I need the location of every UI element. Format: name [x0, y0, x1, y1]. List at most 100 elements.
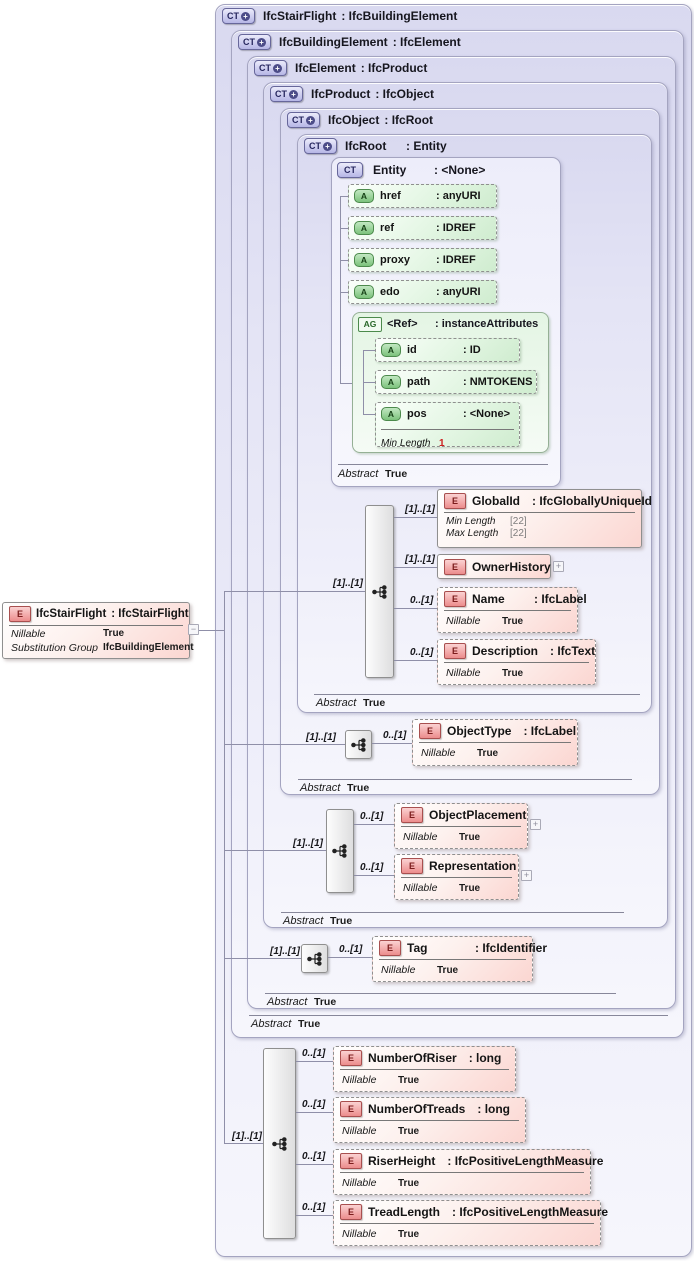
cardinality: [1]..[1]	[333, 578, 363, 589]
complextype-icon: CT+	[287, 112, 320, 128]
nillable-value: True	[398, 1074, 420, 1086]
substitution-group-value: IfcBuildingElement	[103, 642, 194, 653]
attribute-ref: A ref: IDREF	[348, 216, 497, 240]
global-element-ifcstairflight: E IfcStairFlight : IfcStairFlight Nillabl…	[2, 602, 194, 659]
connector-line	[363, 350, 375, 351]
attribute-name: path	[407, 376, 431, 388]
separator	[314, 694, 640, 695]
cardinality: [1]..[1]	[270, 946, 300, 957]
separator	[401, 826, 521, 827]
abstract-value: True	[330, 915, 353, 927]
element-icon: E	[419, 723, 441, 739]
nillable-label: Nillable	[403, 831, 438, 843]
element-name: Representation	[429, 859, 517, 873]
sequence-glyph	[306, 951, 322, 966]
base-type: : IfcObject	[375, 87, 435, 101]
connector-line	[354, 875, 394, 876]
complextype-icon: CT	[337, 162, 363, 178]
sequence-icon	[263, 1048, 296, 1239]
sequence-glyph	[371, 584, 387, 599]
attribute-pos: A pos: <None> Min Length 1	[375, 402, 520, 449]
cardinality: 0..[1]	[302, 1151, 326, 1162]
abstract-label: Abstract	[316, 697, 357, 709]
collapse-button[interactable]: −	[188, 624, 199, 635]
connector-line	[354, 824, 394, 825]
attribute-icon: A	[354, 189, 374, 203]
abstract-label: Abstract	[251, 1018, 292, 1030]
attribute-type: : IDREF	[436, 254, 476, 266]
attribute-path: A path: NMTOKENS	[375, 370, 537, 394]
nillable-label: Nillable	[342, 1125, 377, 1137]
header-ifcbuildingelement: CT+ IfcBuildingElement: IfcElement	[238, 34, 461, 50]
nillable-value: True	[398, 1228, 420, 1240]
facet-value: 1	[439, 438, 445, 449]
separator	[419, 742, 571, 743]
element-name: IfcStairFlight	[36, 608, 107, 620]
connector-line	[394, 660, 437, 661]
element-name: ObjectType	[447, 724, 512, 738]
sequence-icon	[365, 505, 394, 678]
sequence-glyph	[332, 844, 347, 858]
separator	[379, 959, 526, 960]
element-name: Name	[472, 592, 505, 606]
connector-line	[340, 383, 353, 384]
connector-line	[363, 414, 375, 415]
base-type: : <None>	[434, 163, 486, 177]
abstract-label: Abstract	[267, 996, 308, 1008]
separator	[401, 877, 512, 878]
element-icon: E	[9, 606, 31, 622]
base-type: : IfcElement	[392, 35, 461, 49]
attribute-proxy: A proxy: IDREF	[348, 248, 497, 272]
type-name: IfcBuildingElement	[279, 35, 388, 49]
nillable-value: True	[477, 747, 499, 759]
substitution-group-label: Substitution Group	[11, 641, 98, 654]
element-name: NumberOfRiser	[368, 1051, 457, 1065]
separator	[444, 512, 635, 513]
separator	[338, 464, 548, 465]
connector-line	[372, 743, 412, 744]
expand-button[interactable]: +	[521, 870, 532, 881]
header-ifcobject: CT+ IfcObject: IfcRoot	[287, 112, 433, 128]
attribute-name: proxy	[380, 254, 410, 266]
element-name: Tag	[407, 941, 428, 955]
attribute-group-icon: AG	[358, 316, 382, 332]
separator	[340, 1223, 594, 1224]
connector-line	[199, 630, 224, 631]
header-ifcproduct: CT+ IfcProduct: IfcObject	[270, 86, 434, 102]
element-type: : IfcStairFlight	[111, 608, 189, 620]
element-icon: E	[401, 807, 423, 823]
expand-button[interactable]: +	[530, 819, 541, 830]
connector-line	[224, 1143, 263, 1144]
header-ifcroot: CT+ IfcRoot: Entity	[304, 138, 447, 154]
connector-line	[224, 591, 365, 592]
sequence-glyph	[350, 737, 366, 752]
abstract-label: Abstract	[338, 468, 379, 480]
cardinality: 0..[1]	[410, 595, 434, 606]
element-name: RiserHeight	[368, 1154, 436, 1168]
element-icon: E	[340, 1204, 362, 1220]
separator	[340, 1120, 519, 1121]
cardinality: [1]..[1]	[232, 1131, 262, 1142]
expand-button[interactable]: +	[553, 561, 564, 572]
sequence-icon	[301, 944, 328, 973]
nillable-value: True	[437, 964, 459, 976]
type-name: IfcRoot	[345, 139, 387, 153]
nillable-label: Nillable	[381, 964, 416, 976]
complextype-icon: CT+	[222, 8, 255, 24]
element-icon: E	[379, 940, 401, 956]
attribute-name: pos	[407, 408, 427, 420]
derived-plus-icon: +	[306, 115, 315, 125]
header-ref-group: AG <Ref>: instanceAttributes	[358, 316, 538, 332]
nillable-label: Nillable	[11, 627, 46, 640]
type-name: IfcProduct	[311, 87, 371, 101]
element-type: : IfcText	[550, 644, 596, 658]
element-name: ObjectPlacement	[429, 808, 527, 822]
attribute-type: : <None>	[463, 408, 511, 420]
element-icon: E	[444, 643, 466, 659]
